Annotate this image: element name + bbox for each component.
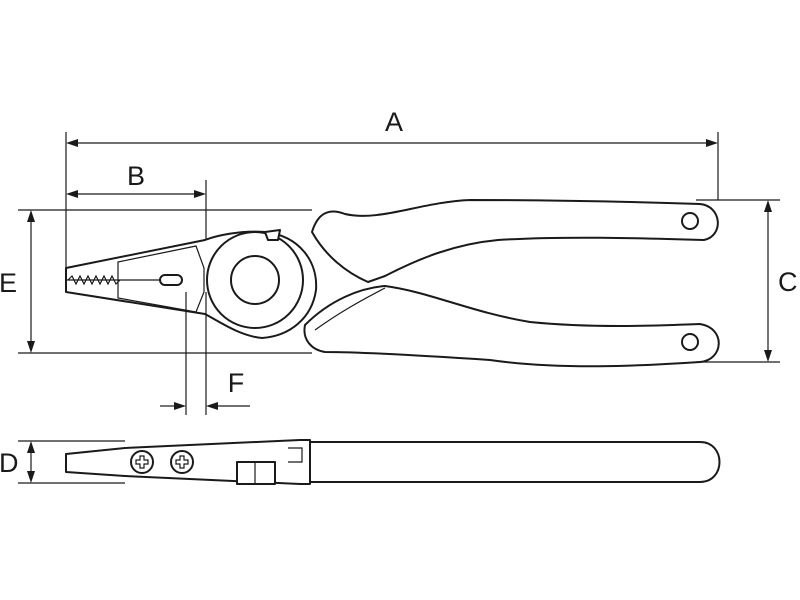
dimension-e-label: E bbox=[0, 268, 17, 298]
upper-handle-hole bbox=[681, 212, 699, 230]
jaw-slot bbox=[117, 245, 205, 313]
dimension-f-label: F bbox=[228, 368, 245, 398]
dimension-f bbox=[160, 292, 250, 415]
dimension-a-label: A bbox=[385, 107, 403, 137]
pivot-rivet bbox=[230, 255, 280, 305]
upper-handle bbox=[311, 199, 719, 283]
handle-grip-edge bbox=[314, 287, 386, 331]
pivot-notch bbox=[264, 229, 281, 241]
side-handle bbox=[299, 441, 721, 483]
dimension-d-label: D bbox=[0, 448, 19, 478]
lower-handle-hole bbox=[681, 333, 699, 351]
dimension-c-label: C bbox=[778, 267, 798, 297]
screw-left-icon bbox=[130, 450, 154, 474]
side-joint-inset bbox=[236, 461, 276, 485]
cutter-edge bbox=[159, 274, 183, 286]
dimension-b-label: B bbox=[127, 161, 145, 191]
lower-handle bbox=[303, 285, 720, 368]
dimension-d bbox=[18, 440, 125, 484]
side-joint-step bbox=[288, 447, 303, 463]
screw-right-icon bbox=[170, 450, 194, 474]
dimension-a bbox=[65, 132, 719, 268]
dimension-c bbox=[696, 199, 780, 363]
pliers-side-view bbox=[65, 439, 721, 485]
dimension-e bbox=[18, 209, 312, 354]
pliers-top-view bbox=[65, 199, 720, 368]
